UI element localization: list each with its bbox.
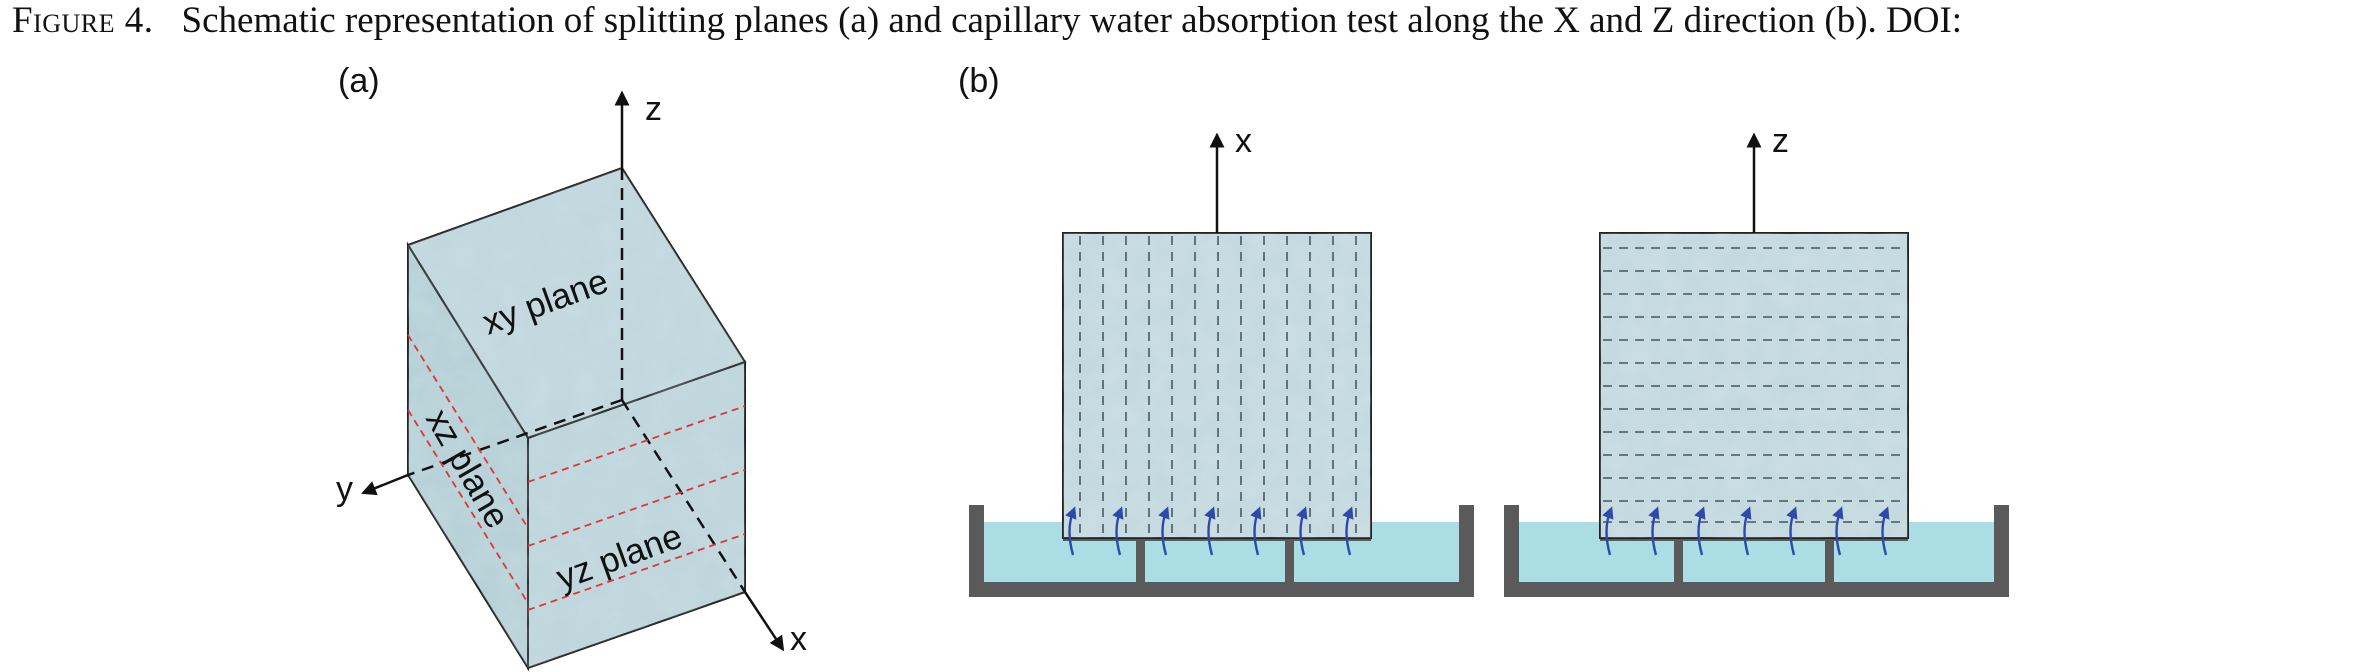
panel-b-label: (b) [958, 62, 1000, 100]
hidden-edge-left [407, 398, 623, 477]
left-capillary-arrows [1065, 506, 1354, 556]
left-absorption-setup: x [969, 122, 1474, 597]
axis-x-label: x [790, 620, 807, 658]
left-specimen-texture [1063, 233, 1371, 538]
cube-left-texture [408, 245, 528, 668]
front-face-split-lines [527, 405, 746, 611]
right-axis-label: z [1772, 122, 1789, 160]
right-absorption-setup: z [1504, 122, 2009, 597]
left-axis-label: x [1235, 122, 1252, 160]
right-capillary-arrows [1602, 506, 1890, 556]
figure-caption: Figure 4. Schematic representation of spl… [12, 0, 2358, 42]
right-tray-wall-left [1504, 505, 1519, 597]
left-tray-base [969, 582, 1474, 597]
left-tray-wall-right [1459, 505, 1474, 597]
panel-b: (b) [958, 62, 2009, 597]
right-tray-wall-right [1994, 505, 2009, 597]
axis-z-label: z [645, 90, 662, 128]
figure-label: Figure 4. [12, 0, 154, 41]
caption-text: Schematic representation of splitting pl… [181, 0, 1963, 41]
left-tray-support-2 [1285, 540, 1294, 585]
hidden-edge-right [620, 399, 747, 593]
cube-front-texture [528, 362, 745, 668]
panel-a: (a) z y x xy plane [336, 62, 807, 672]
right-tray-base [1504, 582, 2009, 597]
right-specimen-layers [1603, 247, 1905, 523]
cube-top-texture [408, 168, 745, 438]
panel-a-label: (a) [338, 62, 380, 100]
left-face-split-lines [407, 334, 529, 604]
x-axis-arrow [743, 591, 785, 652]
left-specimen-layers [1079, 236, 1357, 535]
left-tray-support-1 [1136, 540, 1145, 585]
right-tray-support-2 [1825, 540, 1834, 585]
axis-y-label: y [336, 470, 353, 508]
left-tray-wall-left [969, 505, 984, 597]
y-axis-arrow [361, 473, 409, 496]
right-tray-support-1 [1674, 540, 1683, 585]
